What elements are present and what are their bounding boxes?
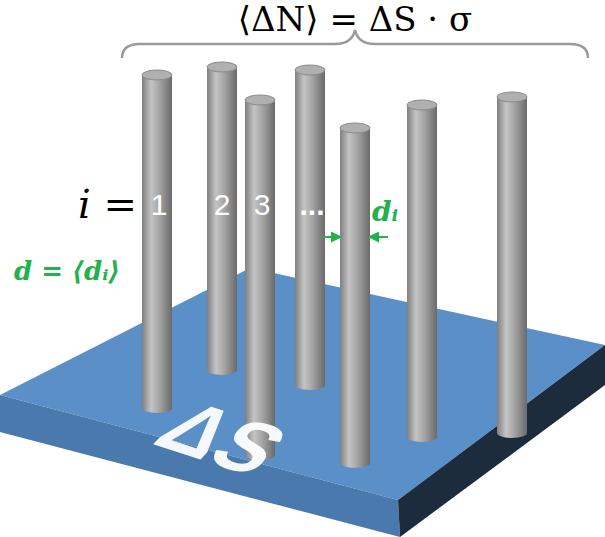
pillar-number: 2: [214, 190, 231, 220]
pillar-body: [142, 75, 172, 413]
pillar-body: [407, 105, 437, 442]
pillar-number: 1: [151, 190, 168, 220]
pillar-number: 3: [254, 190, 271, 220]
pillar-top: [142, 70, 172, 80]
pillar-top: [207, 62, 237, 72]
formula: ⟨ΔN⟩ = ΔS · σ: [238, 2, 472, 36]
width-arrows: [322, 233, 388, 241]
pillar-body: [207, 67, 237, 375]
pillar-top: [407, 100, 437, 110]
pillar-top: [340, 123, 370, 133]
pillar-body: [295, 70, 325, 390]
mean-diameter: d = ⟨dᵢ⟩: [14, 258, 120, 284]
pillar-top: [245, 95, 275, 105]
ellipsis: ...: [299, 190, 324, 220]
pillar-body: [497, 97, 527, 438]
pillar-top: [497, 92, 527, 102]
pillar-top: [295, 65, 325, 75]
pillar-body: [340, 128, 370, 468]
diameter-label: dᵢ: [372, 198, 398, 226]
index-label: i =: [78, 184, 137, 224]
